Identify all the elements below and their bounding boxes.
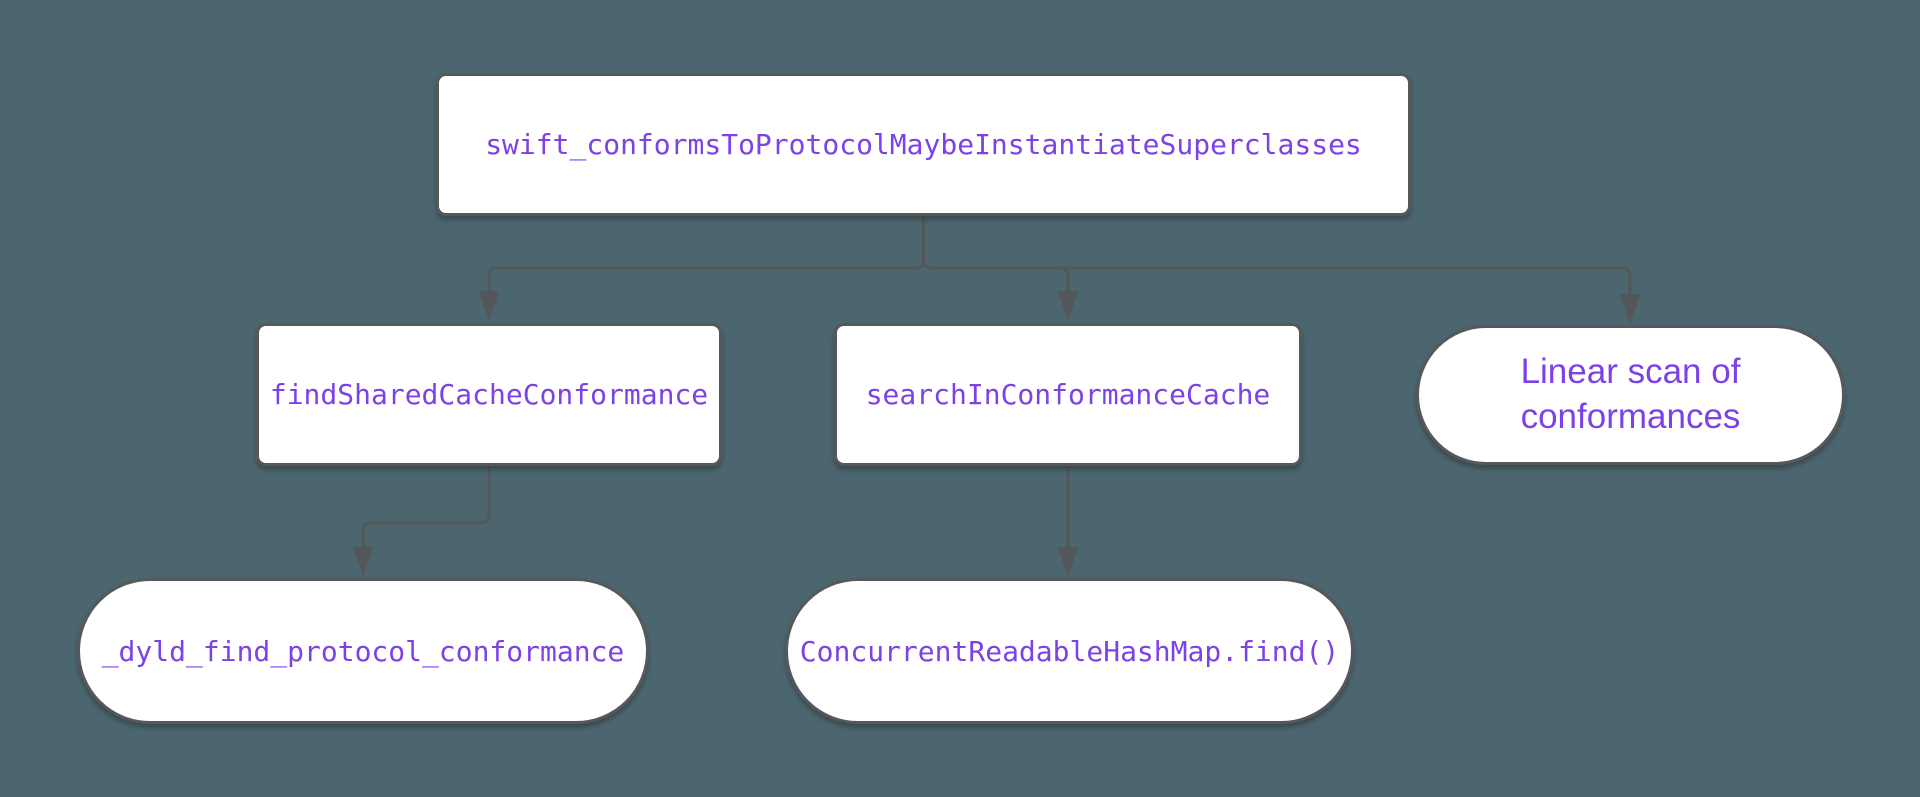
node-label: findSharedCacheConformance <box>269 378 709 411</box>
node-label: ConcurrentReadableHashMap.find() <box>799 634 1340 668</box>
edge-findsharedcacheconformance-to-dyld <box>361 466 491 548</box>
node-concurrentreadablehashmap-find: ConcurrentReadableHashMap.find() <box>785 578 1354 724</box>
node-label: Linear scan of conformances <box>1520 352 1741 436</box>
node-dyld-find-protocol-conformance: _dyld_find_protocol_conformance <box>77 578 649 724</box>
edge-root-to-searchinconformancecache <box>922 216 1070 292</box>
edge-root-to-findsharedcacheconformance <box>487 216 925 292</box>
node-swift-conformstoprotocol: swift_conformsToProtocolMaybeInstantiate… <box>436 73 1411 216</box>
arrowhead-hashmapfind <box>1057 547 1079 577</box>
node-label: searchInConformanceCache <box>865 378 1271 411</box>
arrowhead-dyld <box>352 547 374 577</box>
node-label: swift_conformsToProtocolMaybeInstantiate… <box>485 128 1362 161</box>
node-linear-scan-of-conformances: Linear scan of conformances <box>1416 325 1845 465</box>
arrowhead-linearscan <box>1619 294 1641 324</box>
node-label: _dyld_find_protocol_conformance <box>101 634 625 668</box>
node-searchinconformancecache: searchInConformanceCache <box>834 323 1302 466</box>
arrowhead-searchinconformancecache <box>1057 291 1079 321</box>
edge-root-to-linearscan <box>922 216 1632 294</box>
arrowhead-findsharedcacheconformance <box>478 291 500 321</box>
node-findsharedcacheconformance: findSharedCacheConformance <box>256 323 722 466</box>
